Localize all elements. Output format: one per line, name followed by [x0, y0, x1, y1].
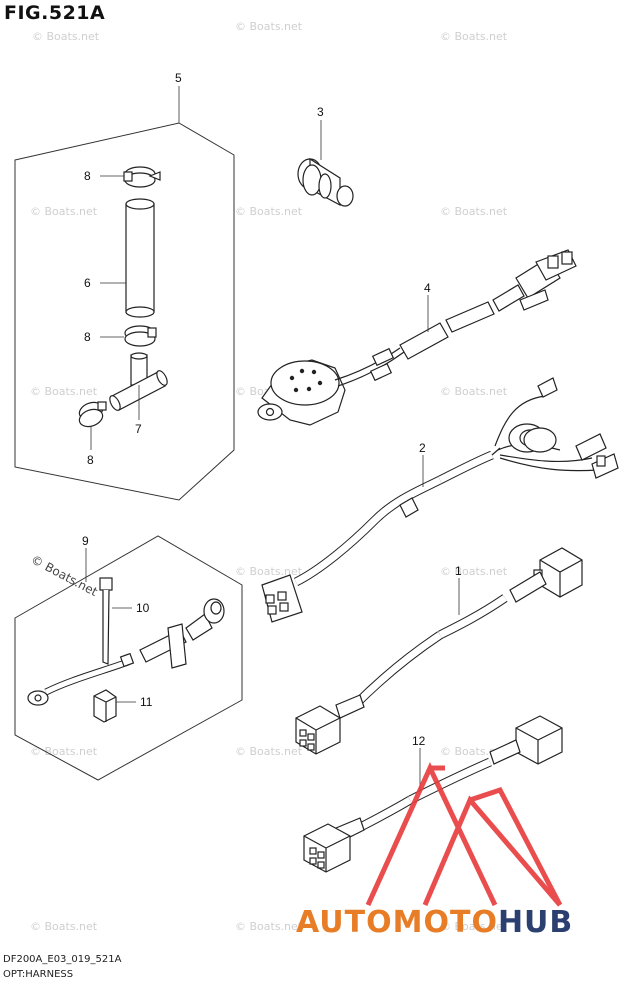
watermark: © Boats.net [440, 385, 508, 398]
callout-6: 6 [84, 276, 91, 290]
watermark: © Boats.net [440, 565, 508, 578]
figure-title: FIG.521A [4, 2, 106, 24]
watermark: © Boats.net [235, 20, 303, 33]
tee-joint [109, 352, 168, 411]
grommet [297, 157, 354, 207]
callout-9: 9 [82, 534, 89, 548]
callout-10: 10 [136, 601, 150, 615]
watermark: © Boats.net [30, 205, 98, 218]
callout-5: 5 [175, 71, 182, 85]
watermark: © Boats.net [440, 205, 508, 218]
watermark: © Boats.net [440, 920, 508, 933]
fuel-hose [125, 198, 155, 318]
hose-clamp [123, 166, 161, 188]
extension-harness-1 [295, 547, 583, 755]
callout-3: 3 [317, 105, 324, 119]
callout-8: 8 [87, 453, 94, 467]
callout-11: 11 [140, 695, 153, 709]
watermark: © Boats.net [235, 205, 303, 218]
callout-8: 8 [84, 330, 91, 344]
callout-4: 4 [424, 281, 431, 295]
callouts: 5 8 6 8 7 8 3 4 2 9 10 11 1 12 [82, 71, 462, 748]
ground-wire [27, 598, 225, 706]
figure-code: DF200A_E03_019_521A [3, 954, 122, 965]
hose-clamp [124, 325, 157, 347]
figure-caption: OPT:HARNESS [3, 969, 74, 980]
callout-1: 1 [455, 564, 462, 578]
brand-wordmark-part2: HUB [497, 905, 574, 940]
watermark-layer: © Boats.net © Boats.net © Boats.net © Bo… [29, 20, 508, 933]
brand-logo [365, 762, 563, 907]
watermark: © Boats.net [30, 745, 98, 758]
watermark: © Boats.net [30, 385, 98, 398]
callout-2: 2 [419, 441, 426, 455]
callout-12: 12 [412, 734, 426, 748]
extension-harness-12 [303, 715, 563, 873]
watermark: © Boats.net [32, 30, 100, 43]
watermark: © Boats.net [235, 565, 303, 578]
callout-7: 7 [135, 422, 142, 436]
brand-wordmark-part1: AUTOMOTO [296, 905, 498, 940]
watermark: © Boats.net [440, 30, 508, 43]
watermark: © Boats.net [235, 745, 303, 758]
buzzer-harness [257, 249, 577, 426]
watermark: © Boats.net [30, 920, 98, 933]
watermark: © Boats.net [235, 920, 303, 933]
terminal-clip [93, 689, 117, 723]
hose-clamp [78, 401, 107, 428]
cable-tie [99, 577, 113, 665]
main-harness [261, 377, 619, 623]
brand-wordmark: AUTOMOTOHUB [296, 905, 573, 940]
callout-8: 8 [84, 169, 91, 183]
kit-9-outline [14, 535, 243, 781]
